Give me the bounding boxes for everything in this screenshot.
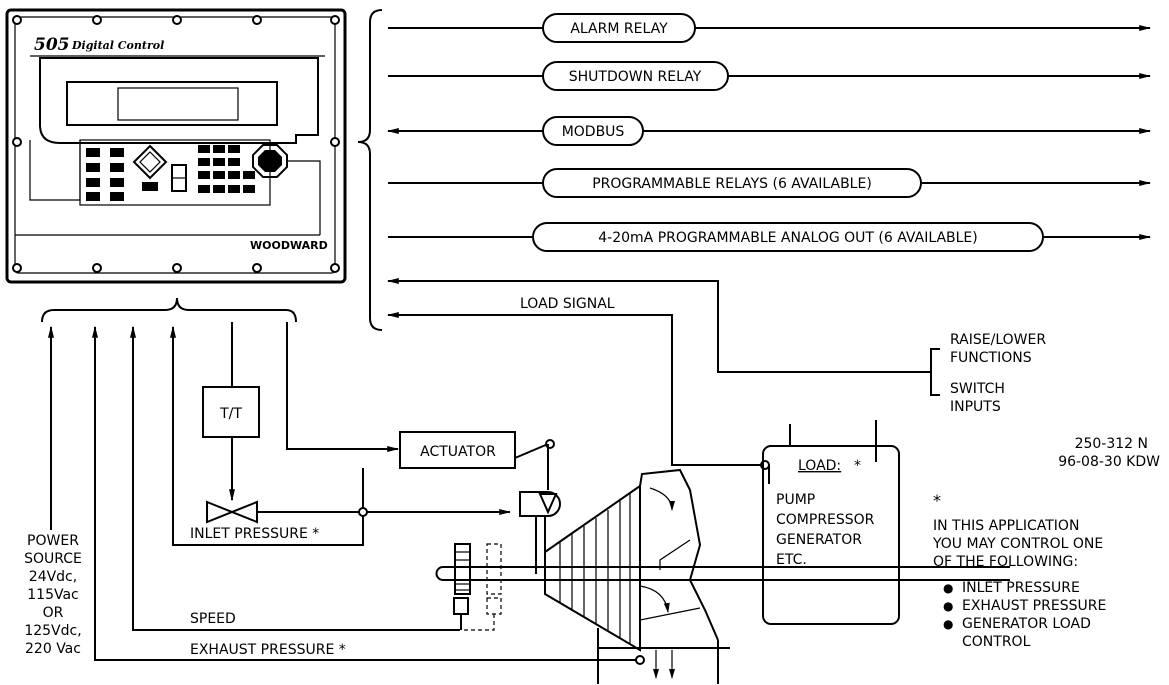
nav-diamond <box>132 144 168 180</box>
note-line-1: IN THIS APPLICATION <box>933 518 1079 534</box>
load-item-compressor: COMPRESSOR <box>776 512 875 528</box>
keypad-buttons-left <box>86 148 124 201</box>
output-brace <box>357 9 383 331</box>
turbine-casing <box>639 468 719 641</box>
shutdown-relay-label: SHUTDOWN RELAY <box>569 69 702 85</box>
output-alarm-relay: ALARM RELAY <box>388 13 1152 43</box>
panel-brand: 505 <box>34 35 70 55</box>
bullet-1: ● <box>943 581 953 595</box>
raise-lower-label-2: FUNCTIONS <box>950 350 1032 366</box>
load-item-pump: PUMP <box>776 492 815 508</box>
note-bullet-generator-cont: CONTROL <box>962 634 1031 650</box>
transducer-path: T/T <box>202 322 512 524</box>
display-frame <box>39 57 319 144</box>
power-line-5: OR <box>43 605 64 621</box>
inlet-pressure-label: INLET PRESSURE * <box>190 526 319 542</box>
steam-turbine <box>435 468 1010 684</box>
power-line-7: 220 Vac <box>25 641 81 657</box>
exhaust-pressure-line: EXHAUST PRESSURE * <box>92 325 645 665</box>
programmable-relays-label: PROGRAMMABLE RELAYS (6 AVAILABLE) <box>592 176 872 192</box>
load-signal-label: LOAD SIGNAL <box>520 296 615 312</box>
panel-brand-sub: Digital Control <box>71 39 164 52</box>
note-bullet-exhaust: EXHAUST PRESSURE <box>962 598 1106 614</box>
load-title: LOAD: <box>798 458 841 474</box>
key-enter <box>142 182 158 191</box>
drawing-date: 96-08-30 KDW <box>1058 454 1160 470</box>
power-line-6: 125Vdc, <box>24 623 81 639</box>
power-line-4: 115Vac <box>27 587 79 603</box>
actuator-label: ACTUATOR <box>420 444 496 460</box>
power-line-3: 24Vdc, <box>29 569 77 585</box>
power-line-1: POWER <box>27 533 79 549</box>
modbus-label: MODBUS <box>562 124 625 140</box>
bullet-2: ● <box>943 599 953 613</box>
panel-maker: WOODWARD <box>250 239 328 252</box>
load-box <box>762 445 900 625</box>
speed-label: SPEED <box>190 611 236 627</box>
switch-input-bracket: RAISE/LOWER FUNCTIONS SWITCH INPUTS <box>930 332 1046 415</box>
inlet-pressure-line: INLET PRESSURE * <box>170 325 364 546</box>
note-bullet-generator: GENERATOR LOAD <box>962 616 1091 632</box>
load-block: LOAD: * PUMP COMPRESSOR GENERATOR ETC. <box>762 420 900 625</box>
switch-label-2: INPUTS <box>950 399 1001 415</box>
drawing-number: 250-312 N <box>1075 436 1148 452</box>
switch-label-1: SWITCH <box>950 381 1005 397</box>
exhaust-pressure-label: EXHAUST PRESSURE * <box>190 642 346 658</box>
keypad-buttons-right <box>198 145 255 193</box>
output-modbus: MODBUS <box>386 116 1152 146</box>
bullet-3: ● <box>943 617 953 631</box>
power-line-2: SOURCE <box>24 551 82 567</box>
note-bullet-inlet: INLET PRESSURE <box>962 580 1080 596</box>
analog-out-label: 4-20mA PROGRAMMABLE ANALOG OUT (6 AVAILA… <box>598 230 977 246</box>
mounting-screws <box>12 15 340 273</box>
raise-lower-label-1: RAISE/LOWER <box>950 332 1046 348</box>
speed-line: SPEED <box>130 325 460 631</box>
application-note: * IN THIS APPLICATION YOU MAY CONTROL ON… <box>932 491 1106 650</box>
output-analog-out: 4-20mA PROGRAMMABLE ANALOG OUT (6 AVAILA… <box>388 222 1152 252</box>
output-shutdown-relay: SHUTDOWN RELAY <box>388 61 1152 91</box>
input-brace <box>41 297 297 323</box>
alarm-relay-label: ALARM RELAY <box>570 21 668 37</box>
power-source-text: POWER SOURCE 24Vdc, 115Vac OR 125Vdc, 22… <box>24 533 82 657</box>
control-panel: 505 Digital Control WOODWARD <box>5 8 347 284</box>
emergency-stop-key <box>252 144 288 178</box>
speed-pickup-optional <box>486 597 502 615</box>
load-star: * <box>854 458 861 474</box>
actuator-box <box>399 431 516 469</box>
speed-gear <box>454 543 471 595</box>
actuator-path: ACTUATOR <box>286 322 555 490</box>
note-line-3: OF THE FOLLOWING: <box>933 554 1078 570</box>
note-star: * <box>933 491 941 510</box>
raise-lower-input-line <box>386 278 931 373</box>
speed-pickup <box>453 597 469 615</box>
lcd-inner <box>117 87 239 121</box>
lcd-screen <box>66 81 278 126</box>
load-item-generator: GENERATOR <box>776 532 862 548</box>
keypad-area <box>79 139 271 206</box>
transducer-label: T/T <box>219 406 242 422</box>
panel-outer-frame <box>5 8 347 284</box>
output-programmable-relays: PROGRAMMABLE RELAYS (6 AVAILABLE) <box>388 168 1152 198</box>
load-item-etc: ETC. <box>776 552 807 568</box>
load-signal-line: LOAD SIGNAL <box>386 296 770 484</box>
note-line-2: YOU MAY CONTROL ONE <box>932 536 1103 552</box>
control-valve-icon <box>206 500 258 524</box>
